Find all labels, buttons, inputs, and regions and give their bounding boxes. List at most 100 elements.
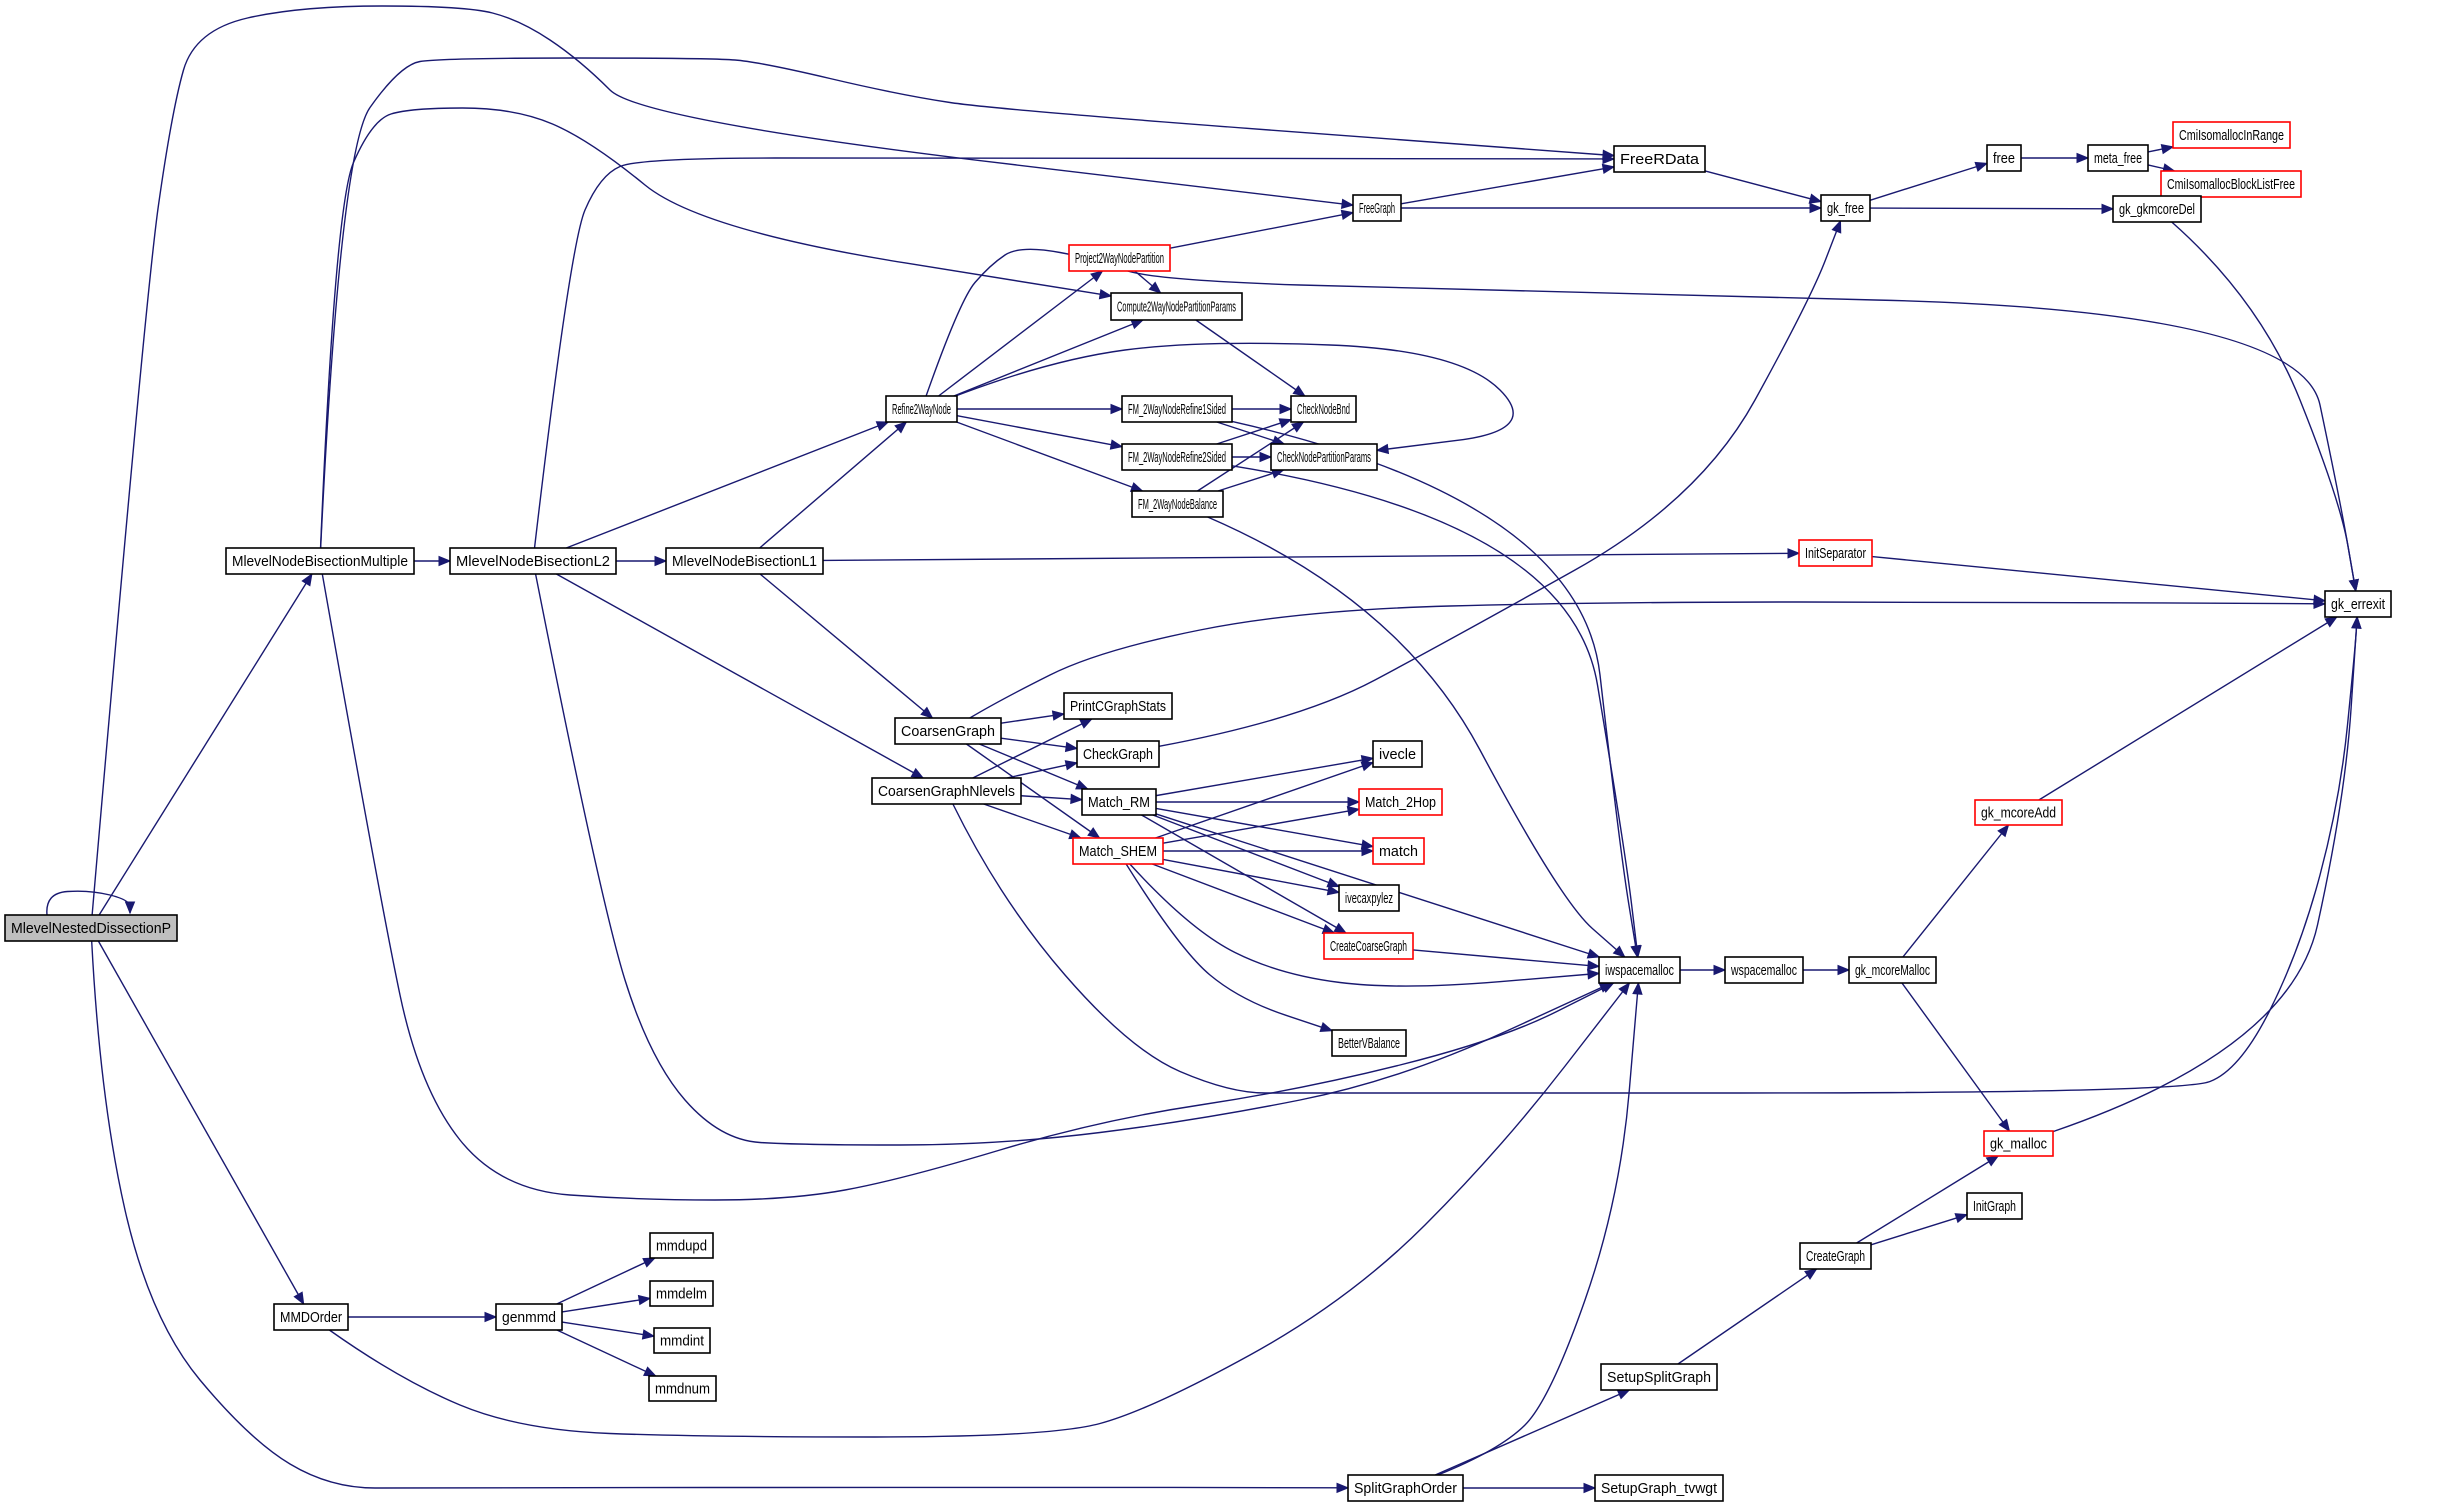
- node-coarsen-graph[interactable]: CoarsenGraph: [894, 717, 1002, 745]
- node-match-rm[interactable]: Match_RM: [1081, 788, 1157, 816]
- node-split-graph-order[interactable]: SplitGraphOrder: [1347, 1474, 1464, 1502]
- edge-refine2-way-node-to-compute2-way-node-partition-params: [953, 319, 1145, 397]
- node-label: gk_malloc: [1990, 1137, 2047, 1153]
- node-gk-errexit[interactable]: gk_errexit: [2324, 590, 2392, 618]
- node-label: gk_free: [1827, 201, 1864, 217]
- node-free[interactable]: free: [1986, 144, 2022, 172]
- edge-line: [556, 1257, 656, 1305]
- node-check-node-bnd[interactable]: CheckNodeBnd: [1290, 395, 1357, 423]
- edge-line: [98, 573, 313, 916]
- node-box: [885, 395, 958, 423]
- edge-free-graph-to-gk-free: [1401, 202, 1823, 214]
- node-refine2-way-node[interactable]: Refine2WayNode: [885, 395, 958, 423]
- node-free-graph[interactable]: FreeGraph: [1352, 194, 1402, 222]
- arrowhead-icon: [1087, 827, 1101, 839]
- node-box: [1594, 1474, 1724, 1502]
- node-project2-way-node-partition[interactable]: Project2WayNodePartition: [1068, 244, 1171, 272]
- edge-free-graph-to-free-rdata: [1400, 163, 1616, 205]
- node-label: CoarsenGraph: [901, 724, 995, 740]
- node-cmi-isomalloc-block-list-free[interactable]: CmiIsomallocBlockListFree: [2160, 170, 2302, 198]
- node-mmdupd[interactable]: mmdupd: [649, 1232, 714, 1259]
- node-fm-2-way-node-refine2-sided[interactable]: FM_2WayNodeRefine2Sided: [1121, 443, 1233, 471]
- node-box: [653, 1327, 711, 1354]
- node-cmi-isomalloc-in-range[interactable]: CmiIsomallocInRange: [2172, 121, 2291, 149]
- node-label: gk_errexit: [2331, 597, 2385, 613]
- node-gk-free[interactable]: gk_free: [1820, 194, 1871, 222]
- node-mlevel-node-bisection-l1[interactable]: MlevelNodeBisectionL1: [665, 547, 824, 575]
- arrowhead-icon: [1110, 403, 1124, 415]
- node-gk-mcore-malloc[interactable]: gk_mcoreMalloc: [1848, 956, 1937, 984]
- edge-line: [533, 157, 1615, 549]
- edge-coarsen-graph-nlevels-to-check-graph: [1006, 760, 1079, 779]
- node-mmdnum[interactable]: mmdnum: [648, 1375, 717, 1402]
- node-compute2-way-node-partition-params[interactable]: Compute2WayNodePartitionParams: [1110, 292, 1243, 321]
- node-better-vbalance[interactable]: BetterVBalance: [1331, 1029, 1407, 1057]
- node-wspacemalloc[interactable]: wspacemalloc: [1724, 956, 1804, 984]
- arrowhead-icon: [1064, 741, 1079, 753]
- node-box: [1848, 956, 1937, 984]
- node-match-2-hop[interactable]: Match_2Hop: [1358, 788, 1443, 816]
- node-setup-graph-tvwgt[interactable]: SetupGraph_tvwgt: [1594, 1474, 1724, 1502]
- arrowhead-icon: [1079, 718, 1093, 729]
- node-label: Refine2WayNode: [892, 402, 951, 418]
- node-box: [1110, 292, 1243, 321]
- node-create-coarse-graph[interactable]: CreateCoarseGraph: [1323, 932, 1414, 960]
- node-gk-mcore-add[interactable]: gk_mcoreAdd: [1974, 799, 2063, 826]
- node-meta-free[interactable]: meta_free: [2087, 144, 2149, 172]
- arrowhead-icon: [301, 572, 313, 587]
- edge-match-shem-to-ivecaxpylez: [1162, 858, 1341, 896]
- node-check-node-partition-params[interactable]: CheckNodePartitionParams: [1270, 443, 1378, 471]
- node-label: FreeGraph: [1359, 201, 1395, 217]
- edge-mlevel-node-bisection-multiple-to-compute2-way-node-partition-params: [319, 107, 1113, 549]
- edge-line: [1677, 1268, 1817, 1365]
- node-mmdorder[interactable]: MMDOrder: [273, 1303, 349, 1331]
- node-ivecle[interactable]: ivecle: [1372, 740, 1423, 768]
- node-create-graph[interactable]: CreateGraph: [1799, 1242, 1872, 1270]
- node-check-graph[interactable]: CheckGraph: [1076, 740, 1160, 768]
- node-setup-split-graph[interactable]: SetupSplitGraph: [1600, 1363, 1718, 1391]
- node-free-rdata[interactable]: FreeRData: [1613, 145, 1706, 173]
- node-box: [1121, 443, 1233, 471]
- node-match[interactable]: match: [1372, 837, 1425, 865]
- edge-gk-malloc-to-gk-errexit: [2052, 615, 2362, 1133]
- edge-genmmd-to-mmdnum: [556, 1329, 657, 1377]
- node-box: [1974, 799, 2063, 826]
- edge-create-graph-to-gk-malloc: [1856, 1155, 2000, 1244]
- node-label: CreateGraph: [1806, 1249, 1865, 1265]
- node-mmdelm[interactable]: mmdelm: [649, 1280, 714, 1307]
- node-label: CheckNodePartitionParams: [1277, 450, 1371, 466]
- node-ivecaxpylez[interactable]: ivecaxpylez: [1338, 884, 1400, 912]
- node-box: [1331, 1029, 1407, 1057]
- node-init-separator[interactable]: InitSeparator: [1798, 539, 1873, 567]
- arrowhead-icon: [1070, 793, 1084, 805]
- edge-line: [1125, 863, 1333, 1032]
- edge-line: [2052, 616, 2358, 1133]
- node-gk-malloc[interactable]: gk_malloc: [1983, 1130, 2054, 1157]
- node-mlevel-node-bisection-multiple[interactable]: MlevelNodeBisectionMultiple: [225, 547, 415, 575]
- node-fm-2-way-node-refine1-sided[interactable]: FM_2WayNodeRefine1Sided: [1121, 395, 1233, 423]
- edge-line: [328, 982, 1630, 1438]
- node-fm-2-way-node-balance[interactable]: FM_2WayNodeBalance: [1131, 490, 1224, 518]
- edge-coarsen-graph-nlevels-to-gk-errexit: [952, 615, 2362, 1094]
- arrowhead-icon: [2348, 578, 2359, 593]
- arrowhead-icon: [1129, 482, 1144, 492]
- node-box: [1068, 244, 1171, 272]
- node-box: [1347, 1474, 1464, 1502]
- edge-line: [534, 573, 1612, 1146]
- edge-line: [1856, 1155, 1999, 1244]
- node-box: [1724, 956, 1804, 984]
- node-coarsen-graph-nlevels[interactable]: CoarsenGraphNlevels: [871, 777, 1022, 805]
- arrowhead-icon: [1321, 924, 1336, 934]
- node-init-graph[interactable]: InitGraph: [1966, 1192, 2023, 1220]
- node-print-cgraph-stats[interactable]: PrintCGraphStats: [1063, 692, 1173, 720]
- node-gk-gkmcore-del[interactable]: gk_gkmcoreDel: [2112, 195, 2202, 223]
- arrowhead-icon: [2324, 616, 2338, 628]
- edge-mlevel-nested-dissection-p-to-free-graph: [91, 5, 1355, 916]
- node-mmdint[interactable]: mmdint: [653, 1327, 711, 1354]
- node-mlevel-node-bisection-l2[interactable]: MlevelNodeBisectionL2: [449, 547, 617, 575]
- node-label: gk_mcoreAdd: [1981, 806, 2056, 822]
- node-match-shem[interactable]: Match_SHEM: [1072, 837, 1164, 865]
- node-label: InitSeparator: [1805, 546, 1866, 562]
- node-genmmd[interactable]: genmmd: [495, 1303, 563, 1331]
- node-iwspacemalloc[interactable]: iwspacemalloc: [1598, 956, 1681, 984]
